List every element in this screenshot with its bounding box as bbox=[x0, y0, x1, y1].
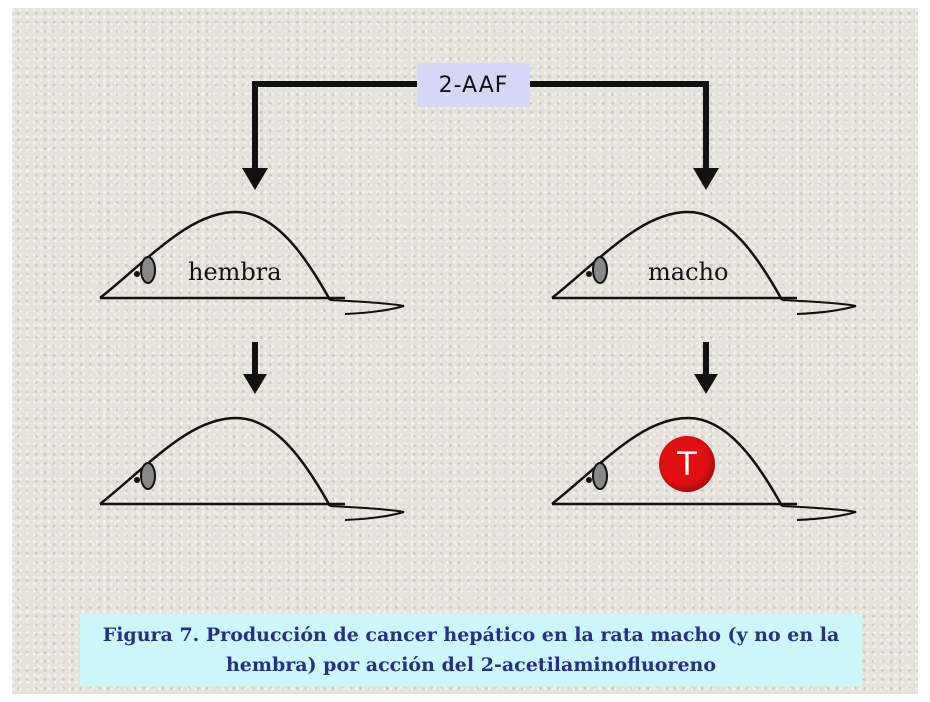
rat-female-bottom bbox=[98, 416, 406, 522]
agent-box: 2-AAF bbox=[417, 63, 530, 107]
figure-caption: Figura 7. Producción de cancer hepático … bbox=[80, 614, 862, 686]
tumor-symbol: T bbox=[677, 445, 697, 483]
slide-background bbox=[12, 8, 918, 694]
branch-connector bbox=[242, 81, 719, 190]
rat-label-female: hembra bbox=[188, 258, 282, 286]
caption-line-1: Figura 7. Producción de cancer hepático … bbox=[102, 624, 840, 646]
arrow-male bbox=[694, 342, 718, 394]
caption-line-2: hembra) por acción del 2-acetilaminofluo… bbox=[225, 654, 717, 676]
rat-label-male: macho bbox=[648, 258, 729, 286]
agent-label: 2-AAF bbox=[438, 72, 509, 98]
arrow-female bbox=[243, 342, 267, 394]
tumor-marker: T bbox=[659, 436, 715, 492]
